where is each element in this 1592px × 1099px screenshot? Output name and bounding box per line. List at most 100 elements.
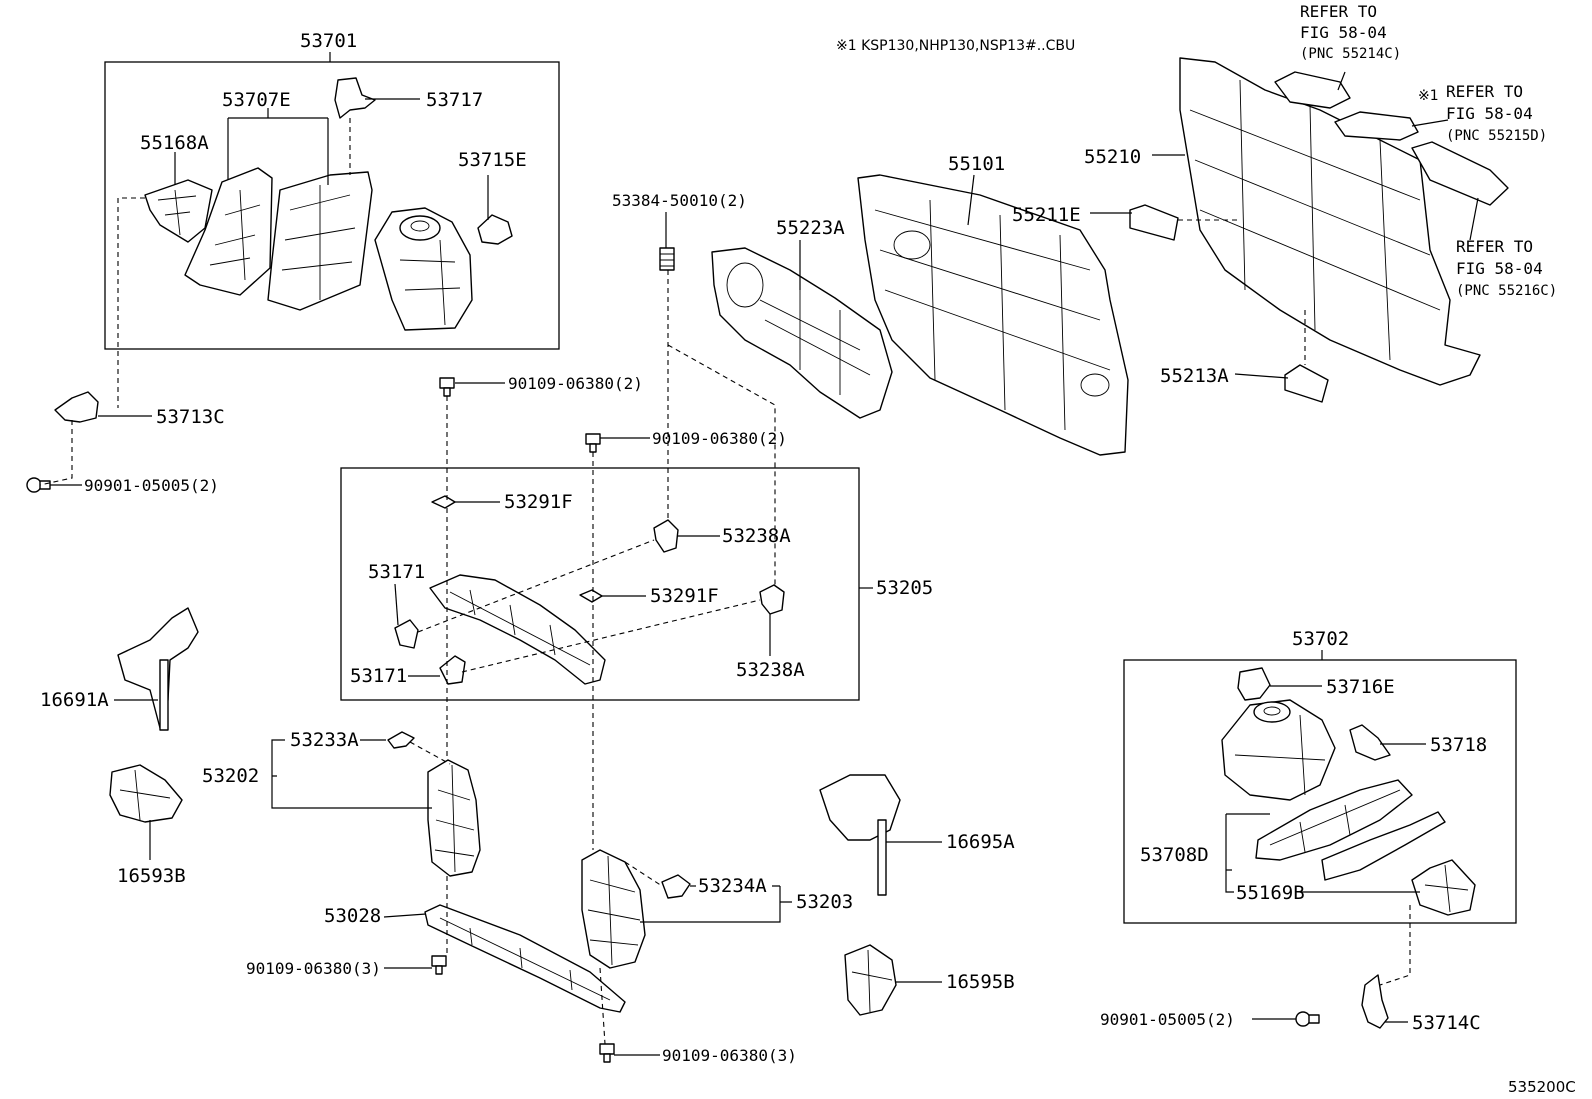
assembly-dashed-lines xyxy=(39,118,1411,1045)
label-16695A: 16695A xyxy=(946,831,1015,853)
label-16593B: 16593B xyxy=(117,865,186,887)
ref2-line2: FIG 58-04 xyxy=(1446,104,1533,123)
label-53205: 53205 xyxy=(876,577,933,599)
part-53234A xyxy=(661,874,691,899)
part-53205-support xyxy=(429,574,606,685)
part-53708D xyxy=(1255,779,1413,861)
diagram-code: 535200C xyxy=(1508,1078,1576,1096)
part-55214C xyxy=(1274,71,1351,109)
part-53713C xyxy=(54,391,99,423)
part-53714C-group-bracket xyxy=(1411,859,1476,916)
part-16595B xyxy=(844,944,897,1016)
bolt-90901-05005-right xyxy=(1295,1011,1320,1027)
bolt-90109-b xyxy=(585,433,601,453)
part-53714C xyxy=(1361,974,1389,1029)
part-53171-b xyxy=(439,655,466,685)
part-53716E xyxy=(1237,667,1271,701)
ref2-line1: REFER TO xyxy=(1446,82,1523,101)
reference-notes: REFER TO FIG 58-04 (PNC 55214C) ※1 REFER… xyxy=(1300,2,1557,299)
part-16691A xyxy=(117,607,199,731)
part-labels: 53701 53707E 53717 55168A 53715E 53713C … xyxy=(40,30,1487,1065)
label-53702: 53702 xyxy=(1292,628,1349,650)
part-53202 xyxy=(427,759,481,877)
label-90109-06380-a: 90109-06380(2) xyxy=(508,374,643,393)
label-90109-06380-b: 90109-06380(2) xyxy=(652,429,787,448)
part-suspension-tower-right xyxy=(1221,699,1336,801)
part-53717 xyxy=(334,77,376,119)
label-53238A-a: 53238A xyxy=(722,525,791,547)
part-55215D xyxy=(1334,111,1419,141)
label-53708D: 53708D xyxy=(1140,844,1209,866)
part-53715E xyxy=(477,214,513,245)
part-53028 xyxy=(424,904,626,1013)
label-55210: 55210 xyxy=(1084,146,1141,168)
label-53234A: 53234A xyxy=(698,875,767,897)
label-53171-b: 53171 xyxy=(350,665,407,687)
part-55101 xyxy=(857,174,1129,456)
label-53707E: 53707E xyxy=(222,89,291,111)
label-53716E: 53716E xyxy=(1326,676,1395,698)
label-53233A: 53233A xyxy=(290,729,359,751)
part-53233A xyxy=(387,731,415,749)
part-53291F-a xyxy=(431,495,456,509)
part-55213A xyxy=(1284,364,1329,403)
part-53707E xyxy=(184,167,373,311)
label-55168A: 55168A xyxy=(140,132,209,154)
ref3-line2: FIG 58-04 xyxy=(1456,259,1543,278)
label-53028: 53028 xyxy=(324,905,381,927)
label-53714C: 53714C xyxy=(1412,1012,1481,1034)
part-suspension-tower-left xyxy=(374,207,473,331)
label-90901-05005-left: 90901-05005(2) xyxy=(84,476,219,495)
label-53203: 53203 xyxy=(796,891,853,913)
part-53718 xyxy=(1349,724,1391,761)
ref1-line3: (PNC 55214C) xyxy=(1300,46,1401,62)
bolt-90109-c xyxy=(431,955,447,975)
label-53238A-b: 53238A xyxy=(736,659,805,681)
bolt-90901-05005-left xyxy=(26,477,51,493)
label-90109-06380-d: 90109-06380(3) xyxy=(662,1046,797,1065)
ref1-line2: FIG 58-04 xyxy=(1300,23,1387,42)
group-box-53701 xyxy=(104,61,560,350)
bolt-90109-d xyxy=(599,1043,615,1063)
label-90109-06380-c: 90109-06380(3) xyxy=(246,959,381,978)
part-53238A-a xyxy=(653,519,679,553)
part-16593B xyxy=(109,764,183,823)
group-box-53702 xyxy=(1123,659,1517,924)
label-55223A: 55223A xyxy=(776,217,845,239)
label-53717: 53717 xyxy=(426,89,483,111)
label-90901-05005-right: 90901-05005(2) xyxy=(1100,1010,1235,1029)
part-53291F-b xyxy=(579,589,603,603)
part-55223A xyxy=(711,247,893,419)
label-53202: 53202 xyxy=(202,765,259,787)
ref2-mark: ※1 xyxy=(1418,88,1439,104)
ref1-line1: REFER TO xyxy=(1300,2,1377,21)
ref3-line1: REFER TO xyxy=(1456,237,1533,256)
label-55101: 55101 xyxy=(948,153,1005,175)
ref2-line3: (PNC 55215D) xyxy=(1446,128,1547,144)
part-16695A xyxy=(819,774,901,896)
bolt-90109-a xyxy=(439,377,455,397)
part-53203 xyxy=(581,849,646,969)
part-55211E xyxy=(1129,204,1179,241)
part-55169B xyxy=(1321,811,1446,881)
leader-lines xyxy=(50,52,1479,1056)
group-box-53205 xyxy=(340,467,860,701)
label-16691A: 16691A xyxy=(40,689,109,711)
ref3-line3: (PNC 55216C) xyxy=(1456,283,1557,299)
label-53713C: 53713C xyxy=(156,406,225,428)
label-53701: 53701 xyxy=(300,30,357,52)
part-53171-a xyxy=(394,619,419,649)
part-55210 xyxy=(1179,57,1481,386)
label-53171-a: 53171 xyxy=(368,561,425,583)
label-53291F-b: 53291F xyxy=(650,585,719,607)
part-55168A xyxy=(144,179,213,243)
label-55213A: 55213A xyxy=(1160,365,1229,387)
part-53238A-b xyxy=(759,584,785,615)
label-16595B: 16595B xyxy=(946,971,1015,993)
label-53291F-a: 53291F xyxy=(504,491,573,513)
part-53384-50010 xyxy=(659,247,675,271)
part-55216C xyxy=(1411,141,1509,206)
label-55169B: 55169B xyxy=(1236,882,1305,904)
